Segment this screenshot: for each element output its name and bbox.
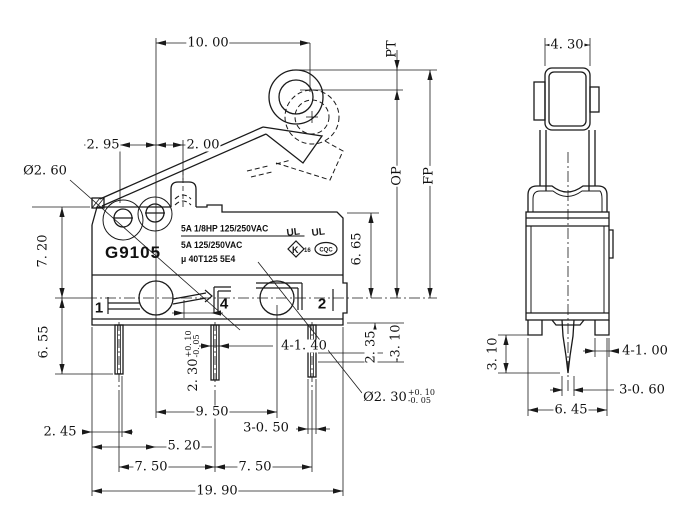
dim-2-35: 2. 35 [363, 329, 379, 365]
certification-marks: UL UL K 16 CQC [286, 226, 338, 258]
dim-fp: FP [421, 166, 437, 186]
dim-7-20: 7. 20 [35, 234, 51, 268]
dim-dia-2-30-toleranced: Ø2. 30+0. 10-0. 05 [362, 389, 436, 405]
terminal-4-label: 4 [219, 295, 229, 313]
k-mark-number: 16 [304, 248, 311, 254]
tolerance-plus: +0. 10 [407, 388, 435, 397]
k-mark-diamond-icon [287, 240, 305, 258]
rating-line-3: μ 40T125 5E4 [181, 254, 236, 264]
cqc-mark-oval-icon [314, 241, 338, 257]
ul-mark-right-icon: UL [311, 226, 326, 239]
dim-2-00: 2. 00 [185, 137, 221, 153]
part-number: G9105 [104, 243, 162, 262]
dim-3-0-60: 3-0. 60 [618, 382, 666, 398]
dim-4-30: 4. 30 [549, 37, 585, 53]
rating-line-1: 5A 1/8HP 125/250VAC [181, 224, 305, 237]
dim-3-10-front: 3. 10 [388, 323, 404, 359]
dim-9-50: 9. 50 [194, 404, 230, 420]
dim-7-50-right: 7. 50 [237, 459, 273, 475]
dim-6-45: 6. 45 [553, 402, 589, 418]
dim-19-90: 19. 90 [195, 483, 239, 499]
dim-2-30-toleranced: 2. 30+0. 10-0. 05 [184, 329, 201, 392]
front-view-terminals [107, 282, 334, 314]
tolerance-minus: -0. 05 [407, 396, 431, 405]
dim-4-1-00: 4-1. 00 [621, 343, 669, 359]
dim-7-50-left: 7. 50 [133, 459, 169, 475]
dim-2-30-value: 2. 30 [185, 358, 201, 392]
dim-6-65: 6. 65 [349, 232, 365, 266]
dim-10-00: 10. 00 [186, 35, 230, 51]
lever-pressed-position [174, 89, 344, 206]
tolerance-minus: -0. 05 [192, 334, 201, 358]
dim-dia-2-60: Ø2. 60 [22, 163, 68, 179]
terminal-1-label: 1 [94, 299, 104, 317]
dim-4-1-40: 4-1. 40 [280, 338, 328, 354]
terminal-2-label: 2 [317, 295, 327, 313]
dim-2-45: 2. 45 [42, 424, 78, 440]
dimension-arrowheads [59, 40, 619, 494]
dim-op: OP [389, 165, 405, 187]
side-view-body [525, 67, 614, 374]
dim-3-0-50: 3-0. 50 [242, 420, 290, 436]
dim-2-95: 2. 95 [85, 137, 121, 153]
dim-pt: PT [384, 40, 400, 58]
dim-3-10-side: 3. 10 [485, 337, 501, 371]
dim-5-20: 5. 20 [166, 438, 202, 454]
k-mark-letter: K [292, 245, 299, 255]
dim-dia-2-30-value: Ø2. 30 [363, 389, 407, 405]
cqc-mark-text: CQC [319, 248, 333, 254]
dim-6-55: 6. 55 [36, 325, 52, 359]
rating-line-2: 5A 125/250VAC [181, 240, 243, 250]
